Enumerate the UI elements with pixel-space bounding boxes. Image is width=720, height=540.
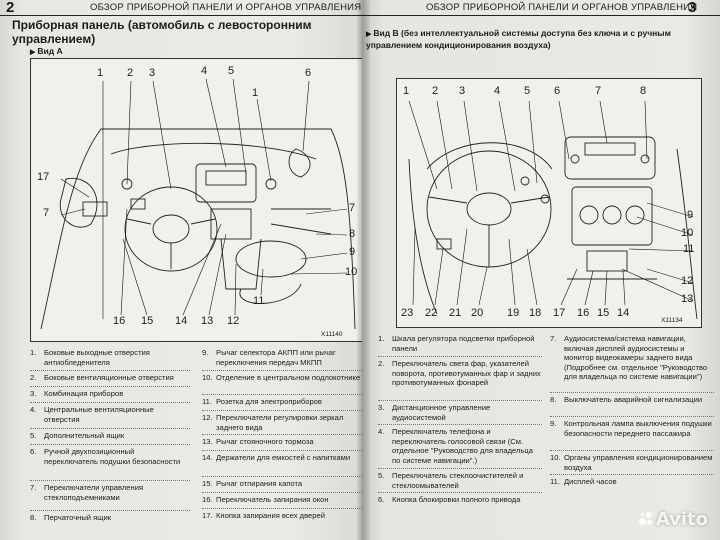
left-callout-2: 2	[127, 67, 134, 79]
left-diagram-code: X11140	[321, 331, 343, 338]
list-item: 4.Центральные вентиляционные отверстия	[30, 402, 190, 424]
left-view-label-text: Вид А	[37, 46, 63, 56]
right-callout-18: 18	[529, 307, 542, 319]
right-view-label: ▶Вид В (без интеллектуальной системы дос…	[366, 28, 696, 50]
right-callout-1: 1	[403, 85, 410, 97]
list-item: 16.Переключатель запирания окон	[202, 492, 362, 505]
arrow-right-icon: ▶	[366, 31, 371, 38]
right-callout-4: 4	[494, 85, 501, 97]
arrow-right-icon: ▶	[30, 49, 36, 56]
list-item: 3.Дистанционное управление аудиосистемой	[378, 400, 542, 422]
avito-watermark: Avito	[638, 509, 708, 530]
right-dashboard-illustration	[408, 100, 698, 320]
book-gutter	[356, 0, 370, 540]
right-page-number: 3	[688, 0, 697, 16]
left-legend-list: 1.Боковые выходные отверстия антиобледен…	[30, 348, 362, 538]
right-header-text: ОБЗОР ПРИБОРНОЙ ПАНЕЛИ И ОРГАНОВ УПРАВЛЕ…	[426, 2, 698, 13]
right-callout-2: 2	[432, 85, 439, 97]
left-page-number: 2	[6, 0, 15, 16]
list-item: 7.Переключатели управления стеклоподъемн…	[30, 480, 190, 502]
right-callout-12: 12	[681, 275, 694, 287]
left-callout-12: 12	[227, 315, 240, 327]
left-callout-5: 5	[228, 65, 235, 77]
right-callout-23: 23	[401, 307, 414, 319]
list-item: 1.Боковые выходные отверстия антиобледен…	[30, 348, 150, 367]
right-callout-22: 22	[425, 307, 438, 319]
right-callout-17: 17	[553, 307, 566, 319]
list-item: 8.Перчаточный ящик	[30, 510, 190, 523]
avito-watermark-text: Avito	[655, 509, 708, 530]
list-item: 17.Кнопка запирания всех дверей	[202, 508, 362, 521]
left-callout-14: 14	[175, 315, 188, 327]
list-item: 15.Рычаг отпирания капота	[202, 476, 362, 489]
right-callout-8: 8	[640, 85, 647, 97]
left-callout-6: 6	[305, 67, 312, 79]
left-callout-8: 8	[349, 228, 356, 240]
right-callout-13: 13	[681, 293, 694, 305]
list-item: 7.Аудиосистема/система навигации, включа…	[550, 334, 708, 382]
right-callout-15: 15	[597, 307, 610, 319]
right-callout-20: 20	[471, 307, 484, 319]
left-callout-1: 1	[97, 67, 104, 79]
left-page-header: 2 ОБЗОР ПРИБОРНОЙ ПАНЕЛИ И ОРГАНОВ УПРАВ…	[0, 0, 362, 16]
left-page-title: Приборная панель (автомобиль с левосторо…	[12, 18, 312, 46]
list-item: 11.Дисплей часов	[550, 474, 714, 487]
right-callout-3: 3	[459, 85, 466, 97]
left-callout-13: 13	[201, 315, 214, 327]
left-callout-17: 17	[37, 171, 50, 183]
list-item: 6.Ручной двухпозиционный переключатель п…	[30, 444, 190, 466]
right-legend-list: 1.Шкала регулятора подсветки приборной п…	[378, 334, 714, 534]
left-view-label: ▶Вид А	[30, 46, 63, 56]
right-callout-19: 19	[507, 307, 520, 319]
right-callout-5: 5	[524, 85, 531, 97]
right-callout-11: 11	[683, 243, 695, 255]
list-item: 4.Переключатель телефона и переключатель…	[378, 424, 542, 465]
left-callout-10: 10	[345, 266, 358, 278]
right-diagram-code: X11134	[661, 317, 683, 324]
list-item: 6.Кнопка блокировки полного привода	[378, 492, 542, 505]
list-item: 5.Дополнительный ящик	[30, 428, 190, 441]
left-dashboard-diagram: 1 2 3 4 5 1 6 17 7 16 15 14 13 12 11 7 8…	[30, 58, 362, 342]
list-item: 11.Розетка для электроприборов	[202, 394, 362, 407]
right-callout-7: 7	[595, 85, 602, 97]
right-callout-14: 14	[617, 307, 630, 319]
left-callout-16: 16	[113, 315, 126, 327]
list-item: 10.Отделение в центральном подлокотнике	[202, 370, 362, 383]
left-header-text: ОБЗОР ПРИБОРНОЙ ПАНЕЛИ И ОРГАНОВ УПРАВЛЕ…	[90, 2, 362, 13]
list-item: 8.Выключатель аварийной сигнализации	[550, 392, 714, 405]
right-dashboard-diagram: 1 2 3 4 5 6 7 8 9 10 11 12 13 23 22 21 2…	[396, 78, 702, 328]
list-item: 1.Шкала регулятора подсветки приборной п…	[378, 334, 535, 353]
left-callout-3: 3	[149, 67, 156, 79]
list-item: 9.Рычаг селектора АКПП или рычаг переклю…	[202, 348, 336, 367]
left-callout-15: 15	[141, 315, 154, 327]
list-item: 2.Переключатель света фар, указателей по…	[378, 356, 542, 388]
list-item: 10.Органы управления кондиционированием …	[550, 450, 714, 472]
right-callout-9: 9	[687, 209, 694, 221]
left-callout-1b: 1	[252, 87, 259, 99]
left-callout-7a: 7	[43, 207, 50, 219]
list-item: 2.Боковые вентиляционные отверстия	[30, 370, 190, 383]
list-item: 14.Держатели для емкостей с напитками	[202, 450, 362, 463]
list-item: 5.Переключатель стеклоочистителей и стек…	[378, 468, 542, 490]
list-item: 3.Комбинация приборов	[30, 386, 190, 399]
avito-logo-icon	[638, 512, 653, 526]
right-page: ОБЗОР ПРИБОРНОЙ ПАНЕЛИ И ОРГАНОВ УПРАВЛЕ…	[362, 0, 720, 540]
left-callout-9: 9	[349, 246, 356, 258]
left-callout-4: 4	[201, 65, 208, 77]
right-page-header: ОБЗОР ПРИБОРНОЙ ПАНЕЛИ И ОРГАНОВ УПРАВЛЕ…	[362, 0, 720, 16]
list-item: 12.Переключатели регулировки зеркал задн…	[202, 410, 362, 432]
list-item: 13.Рычаг стояночного тормоза	[202, 434, 362, 447]
left-dashboard-illustration	[40, 78, 356, 330]
right-callout-21: 21	[449, 307, 462, 319]
right-view-label-text: Вид В (без интеллектуальной системы дост…	[366, 28, 671, 50]
right-callout-6: 6	[554, 85, 561, 97]
left-page: 2 ОБЗОР ПРИБОРНОЙ ПАНЕЛИ И ОРГАНОВ УПРАВ…	[0, 0, 362, 540]
left-callout-11: 11	[253, 295, 265, 307]
list-item: 9.Контрольная лампа выключения подушки б…	[550, 416, 714, 438]
right-callout-10: 10	[681, 227, 694, 239]
right-callout-16: 16	[577, 307, 590, 319]
left-callout-7b: 7	[349, 202, 356, 214]
